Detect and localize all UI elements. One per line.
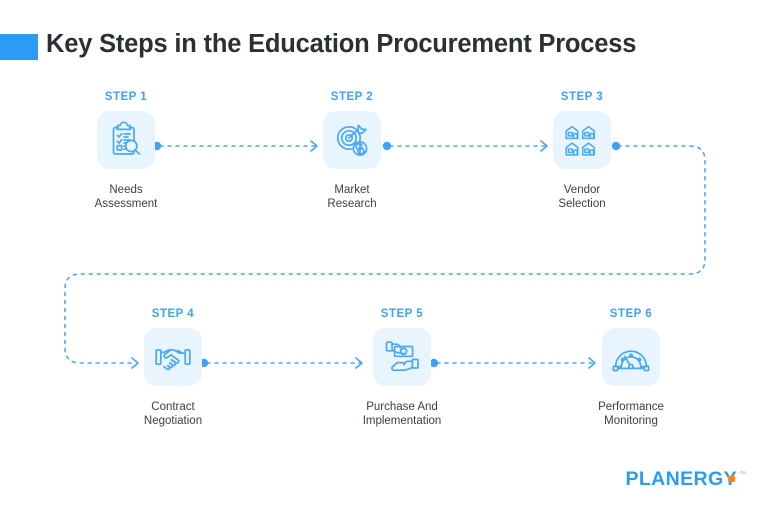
step-2-label: STEP 2 <box>330 91 374 103</box>
step-3-label: STEP 3 <box>560 91 604 103</box>
step-5[interactable]: STEP 5 Purchase And Implementation <box>327 308 477 428</box>
step-3-icon-tile <box>553 110 611 169</box>
handshake-icon <box>153 337 193 377</box>
step-4-icon-tile <box>144 327 202 386</box>
step-2[interactable]: STEP 2 Market Research <box>277 91 427 211</box>
step-6[interactable]: STEP 6 Performance Mon <box>556 308 706 428</box>
step-6-icon-tile <box>602 327 660 386</box>
logo-accent-mark <box>728 475 735 482</box>
step-1-label: STEP 1 <box>104 91 148 103</box>
step-3-caption: Vendor Selection <box>558 183 606 210</box>
step-4-label: STEP 4 <box>151 308 195 320</box>
step-3[interactable]: STEP 3 <box>507 91 657 211</box>
speedometer-gauge-icon <box>611 337 651 377</box>
planergy-logo[interactable]: PLANERGY ™ <box>625 467 746 490</box>
step-4[interactable]: STEP 4 Contract Negotiation <box>98 308 248 428</box>
step-5-label: STEP 5 <box>380 308 424 320</box>
step-1-icon-tile <box>97 110 155 169</box>
step-2-caption: Market Research <box>327 183 377 210</box>
hands-exchanging-money-icon <box>382 337 422 377</box>
step-6-label: STEP 6 <box>609 308 653 320</box>
step-1-caption: Needs Assessment <box>94 183 158 210</box>
vendor-buildings-grid-icon <box>562 120 602 160</box>
clipboard-checklist-magnifier-icon <box>106 120 146 160</box>
step-6-caption: Performance Monitoring <box>598 400 664 427</box>
target-arrow-dollar-icon <box>332 120 372 160</box>
step-1[interactable]: STEP 1 Need <box>51 91 201 211</box>
logo-wordmark: PLANERGY <box>625 467 737 490</box>
title-accent-block <box>0 34 38 60</box>
step-5-icon-tile <box>373 327 431 386</box>
step-4-caption: Contract Negotiation <box>143 400 203 427</box>
step-2-icon-tile <box>323 110 381 169</box>
logo-trademark: ™ <box>739 470 746 478</box>
page-title: Key Steps in the Education Procurement P… <box>46 30 637 58</box>
step-5-caption: Purchase And Implementation <box>362 400 442 427</box>
